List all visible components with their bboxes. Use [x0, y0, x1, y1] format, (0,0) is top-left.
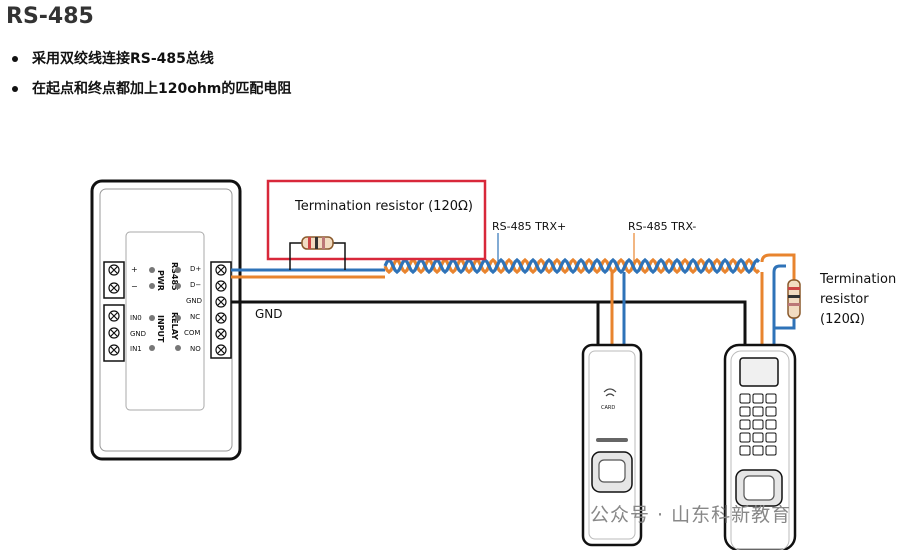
input-label: INPUT: [156, 315, 165, 343]
pwr-minus-label: −: [131, 282, 138, 291]
no-label: NO: [190, 345, 201, 353]
com-label: COM: [184, 329, 200, 337]
rs485-gnd-label: GND: [186, 297, 202, 305]
lcd-screen: [739, 357, 779, 387]
keypad-key: [752, 419, 764, 430]
keypad-key: [739, 432, 751, 443]
pwr-plus-label: +: [131, 265, 138, 274]
nc-label: NC: [190, 313, 200, 321]
rs485-relay-terminal-block: [210, 261, 232, 359]
resistor-icon: [787, 279, 801, 319]
keypad-key: [765, 445, 777, 456]
d-plus-label: D+: [190, 265, 201, 273]
rs485-label: RS485: [170, 262, 179, 291]
right-termination-label-line2: resistor: [820, 292, 869, 307]
trx-plus-label: RS-485 TRX+: [492, 220, 566, 233]
relay-label: RELAY: [170, 312, 179, 340]
watermark: 公众号 · 山东科新教育: [590, 504, 792, 526]
fingerprint-sensor-icon: [743, 475, 775, 501]
twisted-strand-blue: [383, 257, 761, 275]
left-termination-resistor: Termination resistor (120Ω): [266, 179, 487, 270]
right-termination-resistor: Termination resistor (120Ω): [787, 272, 896, 327]
keypad-key: [765, 406, 777, 417]
pwr-label: PWR: [156, 270, 165, 291]
bullet-item-termination: 在起点和终点都加上120ohm的匹配电阻: [8, 74, 291, 104]
keypad-fingerprint-reader: [723, 343, 797, 550]
gnd-wire: [231, 300, 747, 350]
controller-unit: + − PWR RS485 IN0 GND IN1 INPUT RELAY D+…: [90, 179, 242, 461]
gnd-label: GND: [255, 307, 283, 321]
keypad-key: [765, 393, 777, 404]
trx-minus-label: RS-485 TRX-: [628, 220, 696, 233]
card-icon: [603, 388, 617, 397]
keypad-key: [739, 419, 751, 430]
card-label: CARD: [601, 405, 615, 411]
input-gnd-label: GND: [130, 330, 146, 338]
card-fingerprint-reader: CARD: [581, 343, 643, 547]
keypad-key: [752, 445, 764, 456]
right-termination-label-line3: (120Ω): [820, 312, 865, 327]
twisted-pair-cable: [383, 257, 761, 275]
keypad-key: [752, 406, 764, 417]
termination-highlight-box: [266, 179, 487, 261]
d-minus-label: D−: [190, 281, 201, 289]
keypad-key: [765, 419, 777, 430]
fingerprint-sensor-icon: [598, 459, 626, 483]
bus-wires: [231, 253, 796, 350]
bullet-item-twisted-pair: 采用双绞线连接RS-485总线: [8, 44, 291, 74]
keypad-key: [739, 406, 751, 417]
keypad-key: [739, 445, 751, 456]
keypad-key: [752, 432, 764, 443]
keypad-key: [765, 432, 777, 443]
keypad-key: [739, 393, 751, 404]
keypad-key: [752, 393, 764, 404]
page-title: RS-485: [6, 4, 94, 29]
keypad: [739, 393, 777, 456]
left-termination-label: Termination resistor (120Ω): [294, 199, 473, 214]
in0-label: IN0: [130, 314, 142, 322]
in1-label: IN1: [130, 345, 142, 353]
bullet-list: 采用双绞线连接RS-485总线 在起点和终点都加上120ohm的匹配电阻: [8, 44, 291, 104]
right-termination-label-line1: Termination: [819, 272, 896, 287]
